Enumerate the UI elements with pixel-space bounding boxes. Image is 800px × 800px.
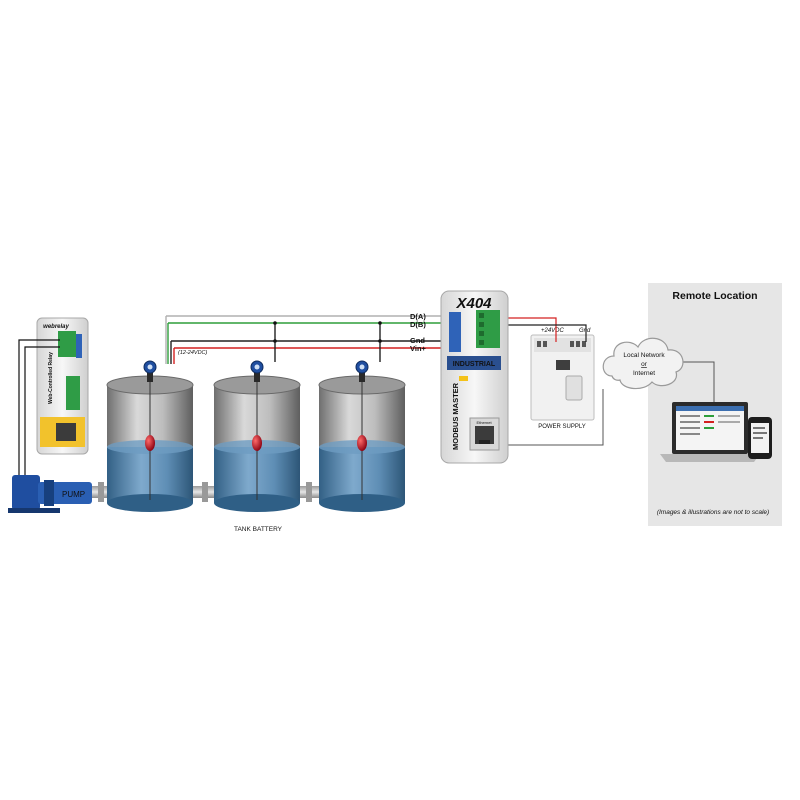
webrelay-device: webrelay Web-Controlled Relay — [36, 317, 89, 455]
network-lines — [501, 361, 715, 446]
level-transmitter-icon — [143, 360, 157, 382]
tank-3 — [318, 360, 406, 512]
wire-label-gnd: Gnd — [410, 336, 425, 345]
master-badge: INDUSTRIAL — [453, 361, 496, 368]
supply-voltage-note: (12-24VDC) — [178, 350, 208, 356]
float-icon — [357, 435, 367, 451]
relay-brand: webrelay — [43, 324, 69, 330]
relay-pump-wires — [18, 339, 60, 478]
pump-label: PUMP — [62, 490, 85, 499]
tank-battery — [106, 360, 406, 512]
tank-1 — [106, 360, 194, 512]
psu-gnd-label: Gnd — [579, 328, 591, 334]
x404-modbus-master: X404 INDUSTRIAL MODBUS MASTER Ethernet — [440, 290, 509, 464]
tank-2 — [213, 360, 301, 512]
wire-label-da: D(A) — [410, 312, 426, 321]
cloud-line-3: Internet — [633, 370, 655, 377]
level-transmitter-icon — [250, 360, 264, 382]
relay-side-label: Web-Controlled Relay — [48, 352, 54, 404]
wire-label-db: D(B) — [410, 320, 426, 329]
master-vertical-label: MODBUS MASTER — [451, 382, 460, 450]
wire-label-vin: Vin+ — [410, 344, 427, 353]
remote-location-panel: Remote Location (Images & illustrations … — [648, 283, 782, 526]
master-port-label: Ethernet — [476, 420, 492, 425]
cloud-icon: Local Network or Internet — [602, 337, 684, 390]
psu-wires — [498, 317, 587, 342]
psu-voltage-label: +24VDC — [541, 328, 565, 334]
master-model: X404 — [455, 295, 492, 312]
laptop-icon — [660, 402, 760, 462]
smartphone-icon — [748, 417, 772, 459]
pump: PUMP — [8, 475, 92, 513]
float-icon — [145, 435, 155, 451]
cloud-line-1: Local Network — [623, 352, 665, 359]
cloud-line-2: or — [641, 361, 648, 368]
remote-location-title: Remote Location — [672, 290, 757, 302]
power-supply: +24VDC Gnd POWER SUPPLY — [530, 328, 595, 430]
float-icon — [252, 435, 262, 451]
psu-caption: POWER SUPPLY — [538, 424, 586, 430]
bus-junction-dots — [273, 321, 382, 343]
tank-battery-label: TANK BATTERY — [234, 526, 283, 533]
scale-note: (Images & illustrations are not to scale… — [657, 509, 769, 516]
level-transmitter-icon — [355, 360, 369, 382]
